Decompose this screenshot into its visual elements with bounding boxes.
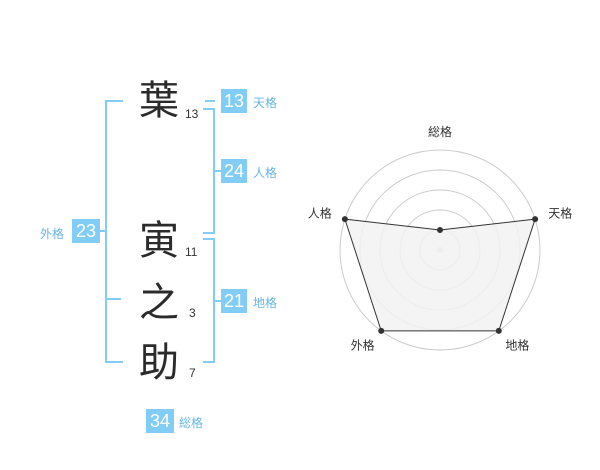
radar-point-3 xyxy=(378,327,385,334)
jinkaku-label: 人格 xyxy=(253,166,278,180)
radar-grid-ring xyxy=(339,149,541,351)
chikaku-value: 21 xyxy=(221,289,247,313)
radar-point-1 xyxy=(532,216,539,223)
radar-axis-label-3: 外格 xyxy=(351,337,375,352)
gaikaku-value: 23 xyxy=(72,219,100,243)
chikaku-label: 地格 xyxy=(253,296,278,310)
radar-axis-label-1: 天格 xyxy=(548,206,572,221)
tenkaku-value: 13 xyxy=(221,89,247,113)
radar-data-area xyxy=(344,218,536,332)
gaikaku-label: 外格 xyxy=(40,227,65,241)
gaikaku-connector xyxy=(96,230,106,232)
gaikaku-inner-tick xyxy=(107,298,121,300)
name-char-1: 葉 xyxy=(139,78,179,124)
stroke-count-2: 11 xyxy=(185,245,198,259)
stroke-count-4: 7 xyxy=(189,366,196,380)
radar-axis-label-4: 人格 xyxy=(308,206,332,221)
radar-point-4 xyxy=(341,216,348,223)
radar-axis-label-0: 総格 xyxy=(428,124,452,139)
jinkaku-connector xyxy=(213,170,221,172)
radar-axis-label-2: 地格 xyxy=(505,337,529,352)
stroke-count-3: 3 xyxy=(189,306,196,320)
gaikaku-bracket xyxy=(105,100,123,363)
chikaku-connector xyxy=(213,300,221,302)
stroke-count-1: 13 xyxy=(185,107,199,121)
name-char-3: 之 xyxy=(139,280,179,326)
radar-point-2 xyxy=(495,327,502,334)
name-char-4: 助 xyxy=(139,340,179,386)
soukaku-value: 34 xyxy=(146,409,174,433)
name-char-2: 寅 xyxy=(139,218,179,264)
tenkaku-label: 天格 xyxy=(253,96,278,110)
tenkaku-connector xyxy=(205,100,215,102)
jinkaku-value: 24 xyxy=(221,159,247,183)
radar-point-0 xyxy=(437,227,443,233)
soukaku-label: 総格 xyxy=(179,416,204,430)
